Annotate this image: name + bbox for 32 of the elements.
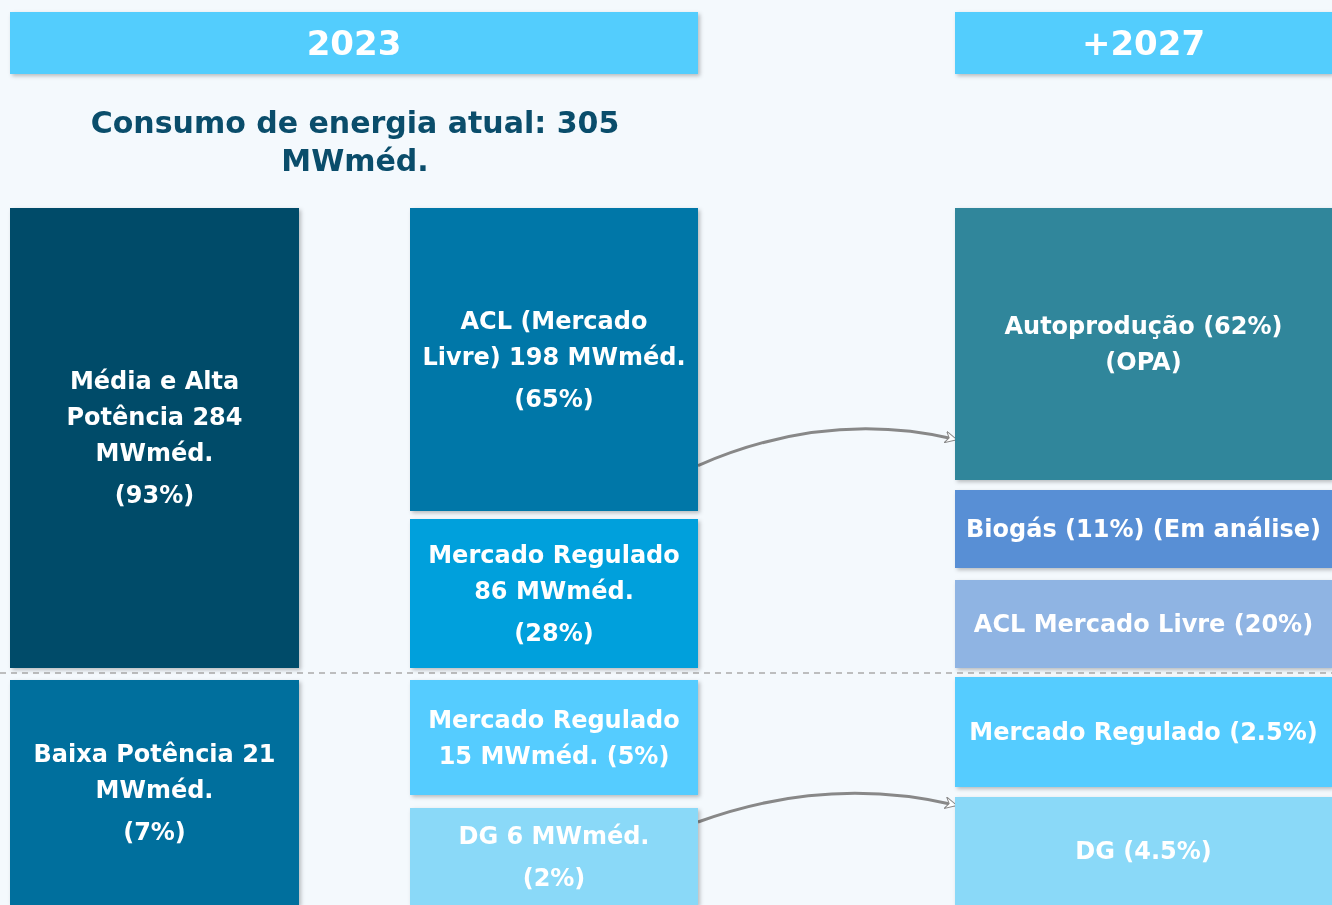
block-text: ACL (Mercado Livre) 198 MWméd. [421,305,687,373]
header-bar [955,12,1332,74]
category-block [410,808,698,905]
block-text: Autoprodução (62%) (OPA) [1003,311,1284,378]
category-block [410,208,698,511]
category-block [955,677,1332,787]
block-text: (28%) [514,617,594,649]
category-block [955,490,1332,568]
heading: Consumo de energia atual: 305 MWméd. [89,104,621,180]
block-text: (65%) [514,383,594,415]
block-text: Biogás (11%) (Em análise) [966,514,1321,545]
block-text: (93%) [114,480,195,511]
category-block [955,208,1332,480]
block-text: Baixa Potência 21 MWméd. [32,738,277,806]
header-text: +2027 [1081,23,1206,63]
block-text: Mercado Regulado 86 MWméd. [427,539,681,607]
block-text: (7%) [123,816,186,848]
block-text: DG 6 MWméd. [458,820,650,852]
block-text: ACL Mercado Livre (20%) [973,609,1314,640]
category-block [10,208,299,668]
block-text: Mercado Regulado 15 MWméd. (5%) [427,704,681,772]
block-text: Mercado Regulado (2.5%) [969,717,1318,748]
block-text: (2%) [522,862,586,894]
category-block [410,680,698,795]
category-block [410,519,698,668]
category-block [10,680,299,905]
category-block [955,580,1332,668]
category-block [955,797,1332,905]
block-text: DG (4.5%) [1075,836,1212,867]
header-text: 2023 [306,23,402,63]
header-bar [10,12,698,74]
block-text: Média e Alta Potência 284 MWméd. [65,366,244,469]
